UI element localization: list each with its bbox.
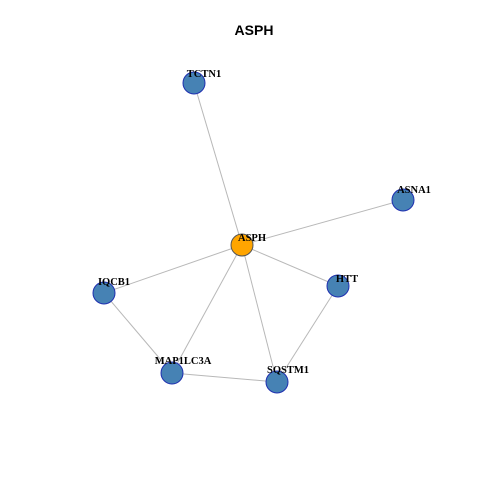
edges-layer (103, 82, 404, 383)
edge-asph-sqstm1 (241, 244, 278, 383)
edge-asph-asna1 (241, 199, 404, 246)
edge-asph-tctn1 (193, 82, 243, 246)
node-asna1 (391, 188, 415, 212)
edge-iqcb1-map1lc3a (103, 292, 173, 374)
node-label-sqstm1: SQSTM1 (267, 365, 309, 376)
node-map1lc3a (160, 361, 184, 385)
node-asph (230, 233, 254, 257)
node-label-iqcb1: IQCB1 (98, 277, 130, 288)
edge-htt-sqstm1 (276, 285, 339, 383)
diagram-title: ASPH (235, 22, 274, 38)
edge-asph-htt (241, 244, 339, 287)
nodes-layer (92, 71, 415, 394)
node-label-tctn1: TCTN1 (187, 69, 221, 80)
node-label-asph: ASPH (238, 233, 266, 244)
edge-asph-iqcb1 (103, 244, 243, 294)
node-tctn1 (182, 71, 206, 95)
node-iqcb1 (92, 281, 116, 305)
node-sqstm1 (265, 370, 289, 394)
node-label-map1lc3a: MAP1LC3A (155, 356, 212, 367)
node-label-asna1: ASNA1 (397, 185, 431, 196)
node-htt (326, 274, 350, 298)
edge-asph-map1lc3a (171, 244, 243, 374)
node-label-htt: HTT (336, 274, 358, 285)
edge-map1lc3a-sqstm1 (171, 372, 278, 383)
